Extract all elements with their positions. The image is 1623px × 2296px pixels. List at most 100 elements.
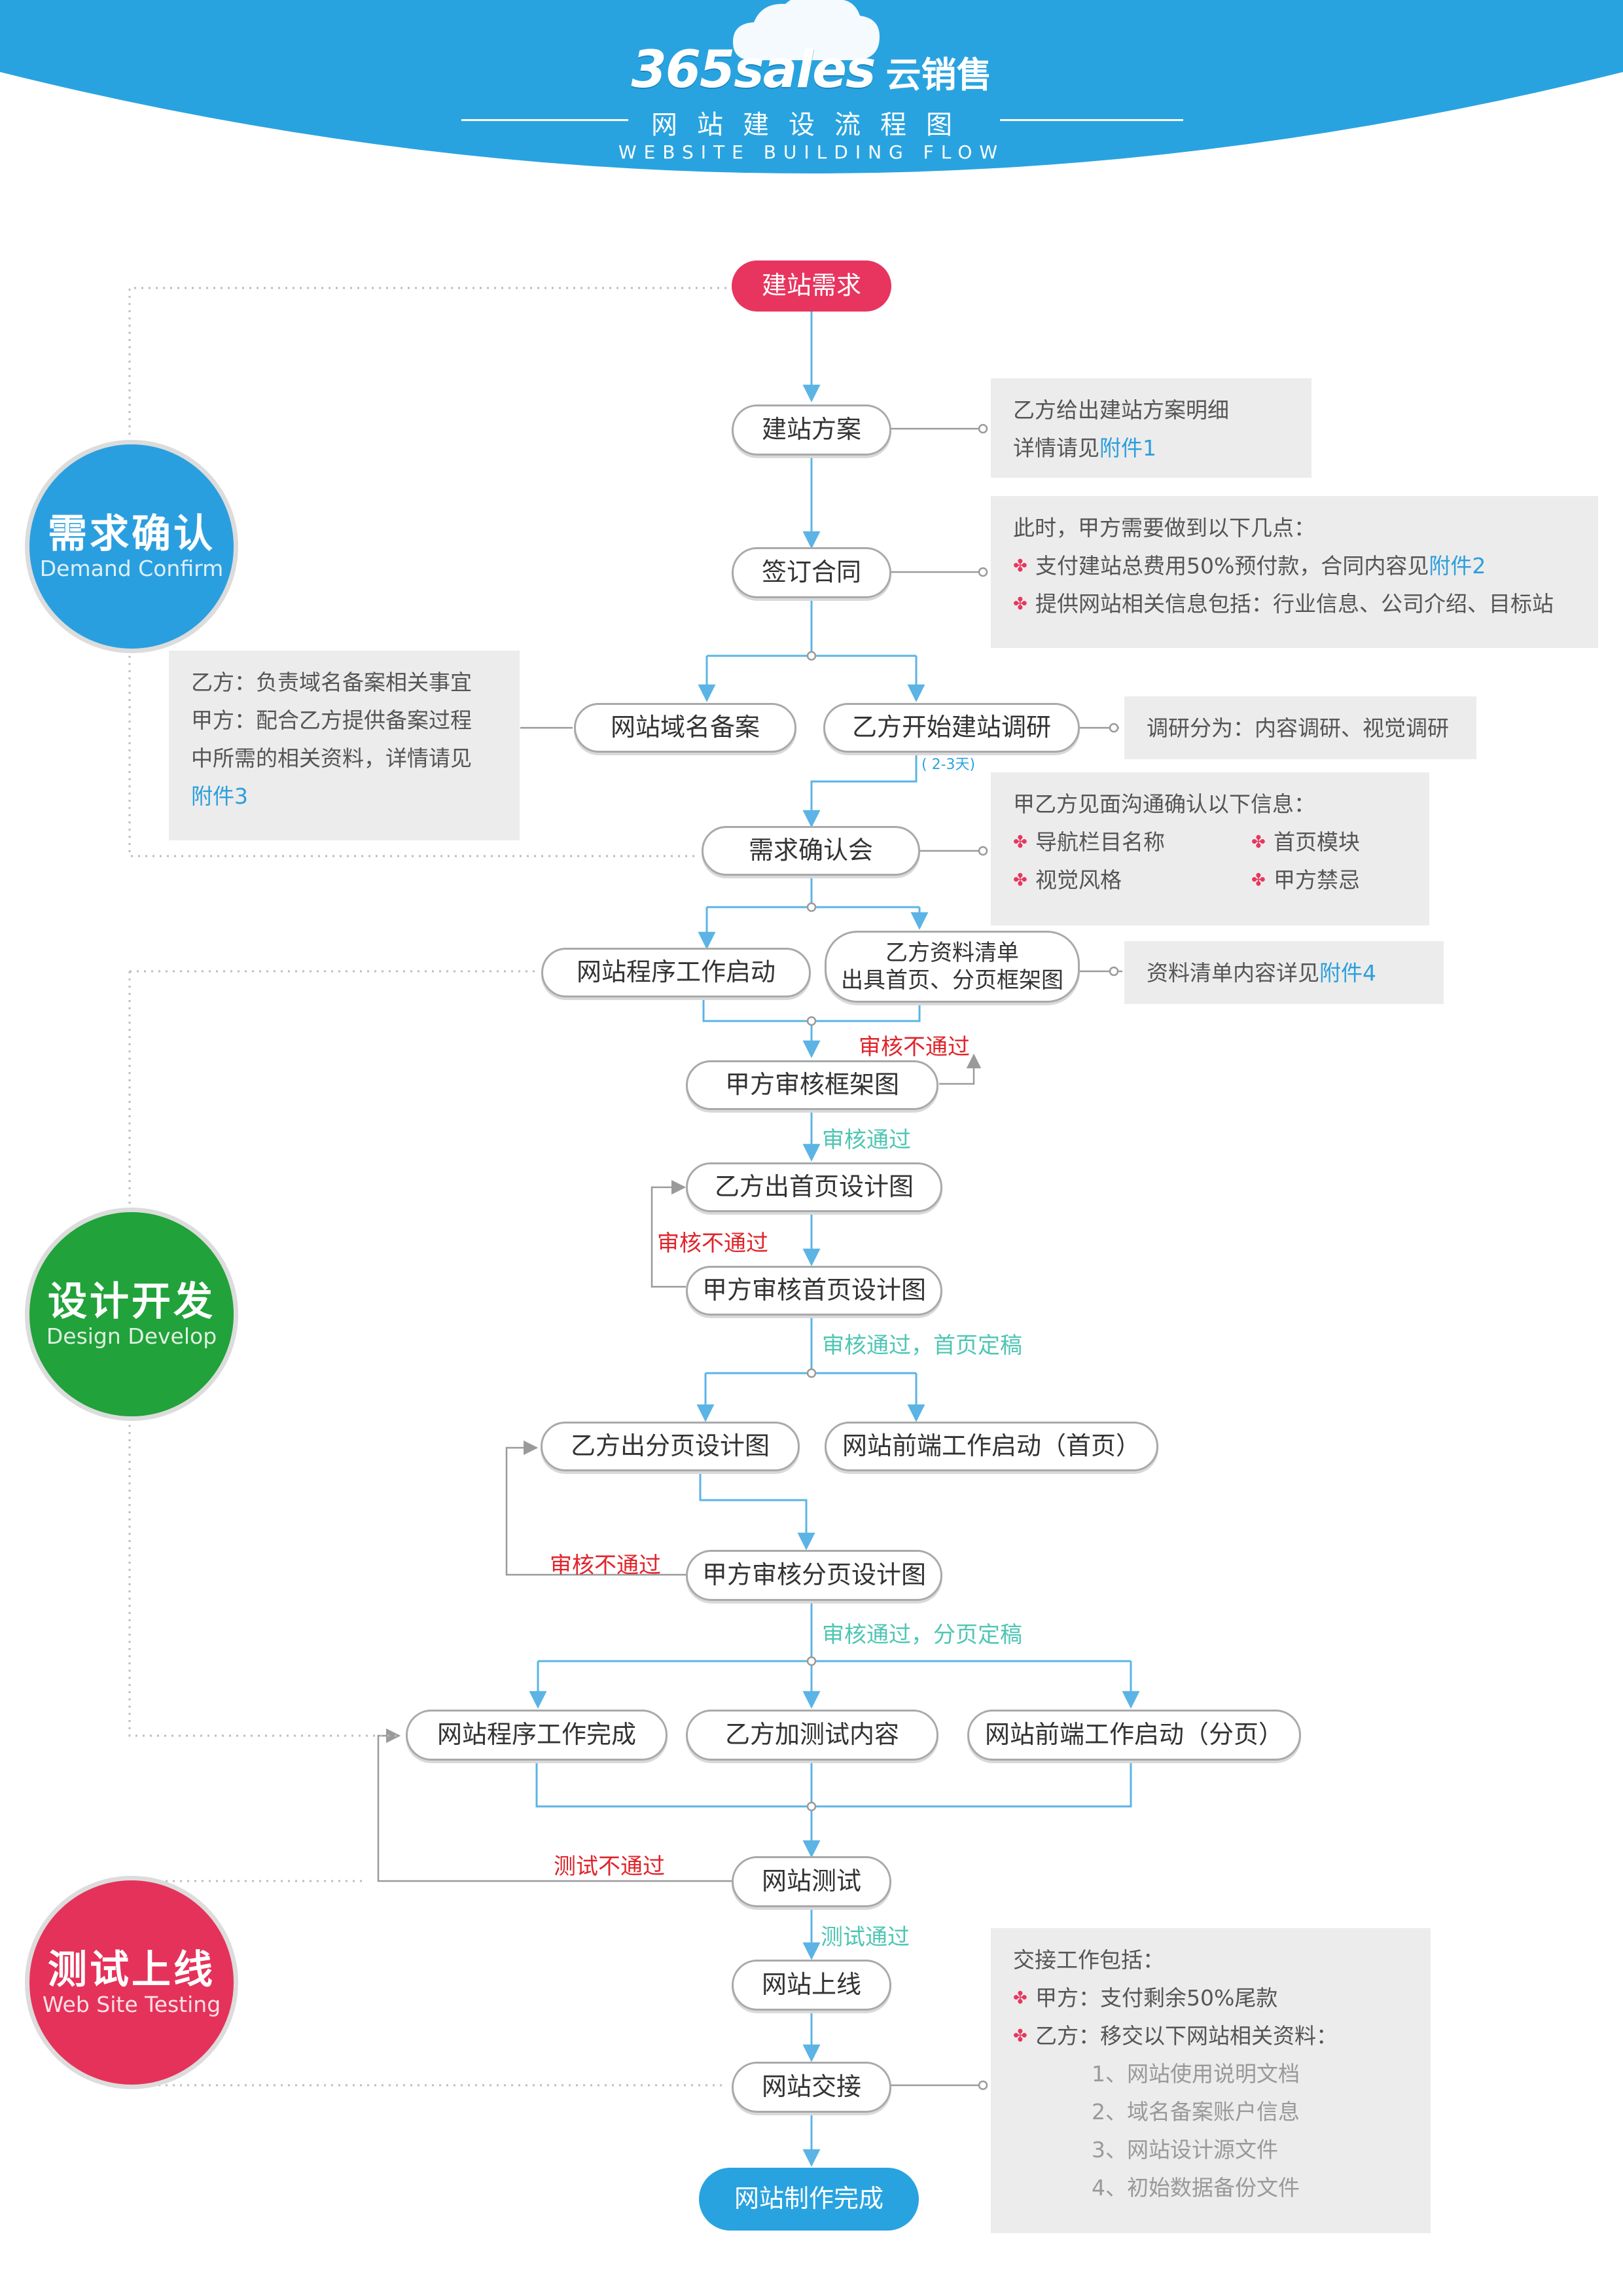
- note-line: 中所需的相关资料，详情请见: [191, 745, 472, 771]
- header-banner: [0, 0, 1623, 173]
- note-contract: 此时，甲方需要做到以下几点： ✤支付建站总费用50%预付款，合同内容见附件2 ✤…: [991, 496, 1598, 648]
- note-line: 乙方：负责域名备案相关事宜: [191, 670, 472, 695]
- pass-label-frame: 审核通过: [822, 1127, 911, 1153]
- note-line: ✤ 导航栏目名称 ✤ 首页模块: [1013, 823, 1407, 861]
- phase-title: 测试上线: [48, 1946, 215, 1993]
- node-handover[interactable]: 网站交接: [732, 2062, 891, 2113]
- note-text: 视觉风格: [1035, 867, 1122, 893]
- note-line: 甲乙方见面沟通确认以下信息：: [1013, 791, 1315, 817]
- cloud-icon: [733, 0, 880, 60]
- phase-subtitle: Web Site Testing: [42, 1991, 221, 2017]
- note-text: 首页模块: [1274, 829, 1360, 855]
- phase-subtitle: Demand Confirm: [39, 555, 224, 581]
- note-text: 乙方：移交以下网站相关资料：: [1035, 2023, 1338, 2049]
- phase-subtitle: Design Develop: [46, 1323, 217, 1349]
- note-text: 甲方禁忌: [1274, 867, 1360, 893]
- note-text: 提供网站相关信息包括：行业信息、公司介绍、目标站: [1035, 591, 1554, 617]
- node-start[interactable]: 建站需求: [732, 260, 891, 312]
- note-line: 资料清单内容详见附件4: [1147, 954, 1421, 992]
- logo-text: 365sales: [631, 41, 876, 99]
- reject-label-home: 审核不通过: [657, 1230, 768, 1257]
- bullet-icon: ✤: [1013, 870, 1027, 890]
- node-review-frame[interactable]: 甲方审核框架图: [686, 1060, 938, 1110]
- note-text: 支付建站总费用50%预付款，合同内容见: [1035, 553, 1429, 579]
- phase-testing: 测试上线 Web Site Testing: [25, 1876, 238, 2089]
- note-line: 附件3: [191, 778, 497, 816]
- bullet-icon: ✤: [1013, 1988, 1027, 2008]
- pass-label-sub: 审核通过，分页定稿: [822, 1622, 1022, 1648]
- reject-label-sub: 审核不通过: [550, 1552, 661, 1579]
- node-program-start[interactable]: 网站程序工作启动: [541, 948, 811, 997]
- note-line: ✤ 乙方：移交以下网站相关资料：: [1013, 2017, 1408, 2055]
- node-test-content[interactable]: 乙方加测试内容: [686, 1710, 938, 1761]
- node-research[interactable]: 乙方开始建站调研: [823, 703, 1080, 753]
- note-line: 此时，甲方需要做到以下几点：: [1013, 515, 1315, 541]
- attachment-link-3[interactable]: 附件3: [191, 783, 248, 809]
- test-pass-label: 测试通过: [821, 1924, 910, 1950]
- note-line: ✤ 视觉风格 ✤ 甲方禁忌: [1013, 861, 1407, 899]
- node-launch[interactable]: 网站上线: [732, 1960, 891, 2011]
- note-meeting: 甲乙方见面沟通确认以下信息： ✤ 导航栏目名称 ✤ 首页模块 ✤ 视觉风格 ✤ 甲方禁忌: [991, 772, 1429, 925]
- node-finish[interactable]: 网站制作完成: [699, 2168, 919, 2231]
- bullet-icon: ✤: [1013, 594, 1027, 614]
- note-line: 详情请见附件1: [1013, 429, 1289, 467]
- node-material-line1: 乙方资料清单: [885, 939, 1019, 966]
- note-line: 甲方：配合乙方提供备案过程: [191, 708, 472, 733]
- note-subitem: 4、初始数据备份文件: [1092, 2175, 1300, 2200]
- pass-label-home: 审核通过，首页定稿: [822, 1333, 1022, 1359]
- attachment-link-1[interactable]: 附件1: [1099, 435, 1156, 461]
- bullet-icon: ✤: [1013, 833, 1027, 852]
- node-material-line2: 出具首页、分页框架图: [841, 967, 1063, 994]
- logo-cn: 云销售: [885, 54, 992, 96]
- note-subitem: 3、网站设计源文件: [1092, 2137, 1278, 2162]
- note-line: 调研分为：内容调研、视觉调研: [1147, 715, 1449, 741]
- node-review-sub[interactable]: 甲方审核分页设计图: [686, 1550, 942, 1601]
- node-meeting[interactable]: 需求确认会: [702, 826, 920, 876]
- node-review-home[interactable]: 甲方审核首页设计图: [686, 1266, 942, 1316]
- note-line: ✤ 提供网站相关信息包括：行业信息、公司介绍、目标站: [1013, 585, 1576, 623]
- note-line: 乙方给出建站方案明细: [1013, 397, 1229, 423]
- note-plan: 乙方给出建站方案明细 详情请见附件1: [991, 378, 1311, 478]
- node-plan[interactable]: 建站方案: [732, 404, 891, 456]
- title-rule-right: [1000, 119, 1183, 121]
- node-domain-filing[interactable]: 网站域名备案: [574, 703, 796, 753]
- page-title: 网站建设流程图: [651, 110, 972, 140]
- bullet-icon: ✤: [1251, 870, 1266, 890]
- note-domain: 乙方：负责域名备案相关事宜 甲方：配合乙方提供备案过程 中所需的相关资料，详情请…: [169, 651, 520, 840]
- brand-logo: 365sales 云销售: [0, 41, 1623, 99]
- bullet-icon: ✤: [1251, 833, 1266, 852]
- phase-demand-confirm: 需求确认 Demand Confirm: [25, 440, 238, 653]
- attachment-link-4[interactable]: 附件4: [1319, 960, 1376, 986]
- node-frontend-sub[interactable]: 网站前端工作启动（分页）: [967, 1710, 1301, 1761]
- phase-title: 设计开发: [48, 1278, 215, 1325]
- node-home-design[interactable]: 乙方出首页设计图: [686, 1162, 942, 1212]
- note-subitem: 2、域名备案账户信息: [1092, 2099, 1300, 2125]
- note-text: 导航栏目名称: [1035, 829, 1165, 855]
- node-frontend-home[interactable]: 网站前端工作启动（首页）: [825, 1422, 1158, 1471]
- page-subtitle: WEBSITE BUILDING FLOW: [618, 141, 1005, 163]
- note-subitem: 1、网站使用说明文档: [1092, 2061, 1300, 2087]
- attachment-link-2[interactable]: 附件2: [1429, 553, 1486, 579]
- node-material-list[interactable]: 乙方资料清单 出具首页、分页框架图: [825, 931, 1080, 1003]
- note-line: ✤ 甲方：支付剩余50%尾款: [1013, 1979, 1408, 2017]
- phase-title: 需求确认: [48, 511, 215, 557]
- phase-design-develop: 设计开发 Design Develop: [25, 1208, 238, 1421]
- note-text: 详情请见: [1013, 435, 1099, 461]
- bullet-icon: ✤: [1013, 2026, 1027, 2046]
- note-handover: 交接工作包括： ✤ 甲方：支付剩余50%尾款 ✤ 乙方：移交以下网站相关资料： 1、…: [991, 1928, 1431, 2233]
- reject-label-frame: 审核不通过: [859, 1034, 970, 1060]
- note-research: 调研分为：内容调研、视觉调研: [1124, 696, 1476, 759]
- node-test[interactable]: 网站测试: [732, 1856, 891, 1907]
- test-fail-label: 测试不通过: [554, 1854, 665, 1880]
- note-line: 交接工作包括：: [1013, 1947, 1164, 1973]
- node-sub-design[interactable]: 乙方出分页设计图: [541, 1422, 800, 1471]
- note-line: ✤支付建站总费用50%预付款，合同内容见附件2: [1013, 547, 1576, 585]
- days-label: ( 2-3天): [921, 757, 976, 773]
- note-text: 甲方：支付剩余50%尾款: [1035, 1985, 1278, 2011]
- note-material: 资料清单内容详见附件4: [1124, 941, 1444, 1004]
- note-text: 资料清单内容详见: [1147, 960, 1319, 986]
- node-contract[interactable]: 签订合同: [732, 547, 891, 598]
- node-program-done[interactable]: 网站程序工作完成: [406, 1710, 668, 1761]
- title-rule-left: [461, 119, 628, 121]
